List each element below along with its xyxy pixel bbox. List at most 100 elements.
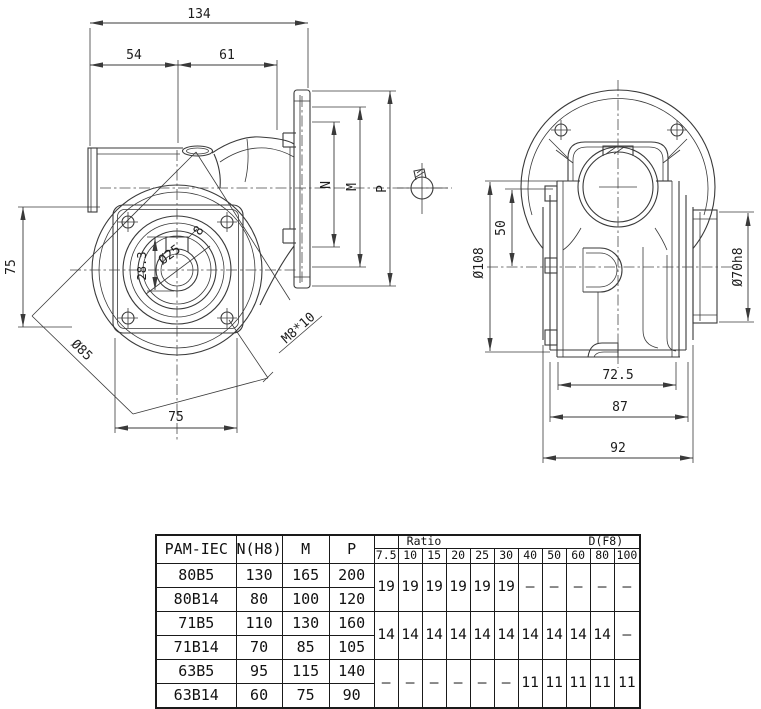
cell-pam: 71B14 xyxy=(155,634,237,660)
dim-body-width: 87 xyxy=(612,400,628,415)
ratio-cell: 19 xyxy=(397,562,423,612)
dim-overall-width: 92 xyxy=(610,441,626,456)
ratio-col: 25 xyxy=(469,547,495,564)
ratio-col: 50 xyxy=(541,547,567,564)
cell-p: 90 xyxy=(328,682,375,708)
ratio-cell: 14 xyxy=(565,610,591,660)
cell-pam: 80B5 xyxy=(155,562,237,588)
bolt-diagonal-lines xyxy=(31,151,291,415)
dim-tap-thread: M8*10 xyxy=(279,310,318,347)
rear-hub xyxy=(692,209,718,324)
header-p: P xyxy=(328,534,375,564)
ratio-col: 60 xyxy=(565,547,591,564)
dim-center-height: 50 xyxy=(494,220,509,236)
dim-bolt-diagonal: Ø85 xyxy=(68,337,95,364)
cell-p: 120 xyxy=(328,586,375,612)
dim-flange-p: P xyxy=(375,185,390,193)
cell-m: 130 xyxy=(281,610,330,636)
ratio-col: 100 xyxy=(613,547,641,564)
side-dimensions: Ø108 50 Ø70h8 72.5 87 92 xyxy=(472,180,754,463)
header-m: M xyxy=(281,534,330,564)
ratio-cell: — xyxy=(469,658,495,708)
ratio-cell: — xyxy=(613,562,641,612)
dim-rear-hub-dia: Ø70h8 xyxy=(731,247,746,286)
cell-n: 80 xyxy=(235,586,283,612)
dim-side-height: 75 xyxy=(4,259,19,275)
ratio-cell: — xyxy=(445,658,471,708)
ratio-cell: 19 xyxy=(445,562,471,612)
ratio-cell: 14 xyxy=(373,610,399,660)
front-dimensions: 134 54 61 75 75 Ø85 M8*10 xyxy=(4,7,396,433)
ratio-cell: 14 xyxy=(589,610,615,660)
dim-hub-width: 72.5 xyxy=(602,368,633,383)
cell-p: 105 xyxy=(328,634,375,660)
ratio-cell: — xyxy=(421,658,447,708)
ratio-cell: 11 xyxy=(517,658,543,708)
cell-n: 70 xyxy=(235,634,283,660)
dim-left-width: 54 xyxy=(126,48,142,63)
oil-plug-boss xyxy=(181,145,214,157)
pam-input-flange xyxy=(293,89,311,289)
ratio-band-spacer xyxy=(373,534,399,549)
ratio-col: 20 xyxy=(445,547,471,564)
ratio-cell: 11 xyxy=(541,658,567,708)
cell-pam: 80B14 xyxy=(155,586,237,612)
cell-n: 110 xyxy=(235,610,283,636)
ratio-cell: — xyxy=(373,658,399,708)
ratio-cell: — xyxy=(589,562,615,612)
worm-end-boss xyxy=(583,247,623,293)
ratio-label: Ratio xyxy=(406,535,442,548)
ratio-cell: — xyxy=(565,562,591,612)
ratio-col: 10 xyxy=(397,547,423,564)
cell-m: 165 xyxy=(281,562,330,588)
dim-keyway-width: 8 xyxy=(191,223,208,238)
ratio-cell: 14 xyxy=(397,610,423,660)
ratio-cell: 14 xyxy=(517,610,543,660)
ratio-col: 7.5 xyxy=(373,547,399,564)
ratio-band: Ratio D(F8) xyxy=(397,534,641,549)
ratio-cell: 19 xyxy=(493,562,519,612)
cell-m: 75 xyxy=(281,682,330,708)
ratio-cell: 14 xyxy=(445,610,471,660)
cell-p: 200 xyxy=(328,562,375,588)
cell-pam: 71B5 xyxy=(155,610,237,636)
ratio-cell: 11 xyxy=(613,658,641,708)
front-view: 134 54 61 75 75 Ø85 M8*10 xyxy=(4,7,452,442)
ratio-col: 80 xyxy=(589,547,615,564)
cell-p: 140 xyxy=(328,658,375,684)
dim-bore: Ø25 xyxy=(156,242,184,268)
cell-m: 100 xyxy=(281,586,330,612)
cell-n: 95 xyxy=(235,658,283,684)
ratio-cell: — xyxy=(517,562,543,612)
cell-n: 130 xyxy=(235,562,283,588)
dim-keyway-depth: 28.3 xyxy=(135,252,149,281)
cell-pam: 63B14 xyxy=(155,682,237,708)
dim-total-width: 134 xyxy=(187,7,211,22)
header-n: N(H8) xyxy=(235,534,283,564)
ratio-cell: 19 xyxy=(469,562,495,612)
ratio-col: 15 xyxy=(421,547,447,564)
technical-drawing: 134 54 61 75 75 Ø85 M8*10 xyxy=(4,7,754,463)
shaft-section-symbol xyxy=(397,163,448,214)
dim-bolt-spacing: 75 xyxy=(168,410,184,425)
cell-m: 115 xyxy=(281,658,330,684)
ratio-cell: 19 xyxy=(421,562,447,612)
input-shaft-end-cap xyxy=(87,147,98,213)
ratio-cell: — xyxy=(541,562,567,612)
cell-n: 60 xyxy=(235,682,283,708)
dim-body-dia: Ø108 xyxy=(472,247,487,278)
ratio-col: 30 xyxy=(493,547,519,564)
side-view: Ø108 50 Ø70h8 72.5 87 92 xyxy=(472,80,754,463)
d-f8-label: D(F8) xyxy=(588,535,624,548)
flange-bolt-holes xyxy=(118,212,237,328)
output-flange-square xyxy=(112,204,244,334)
ratio-cell: 11 xyxy=(565,658,591,708)
input-flange-bolt-holes xyxy=(551,120,687,140)
